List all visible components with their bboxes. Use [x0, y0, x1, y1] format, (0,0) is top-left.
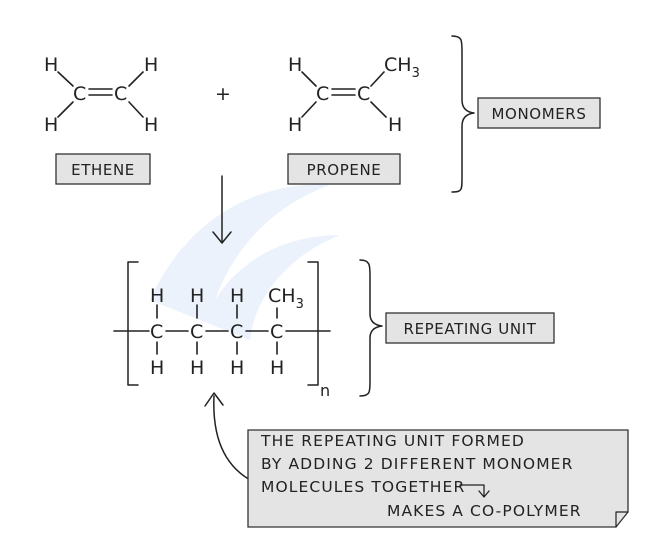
atom-h: H: [44, 114, 58, 136]
single-bond: [128, 71, 144, 87]
atom-c: C: [73, 83, 86, 105]
turn-arrow-icon: [459, 484, 485, 497]
right-square-bracket: [307, 261, 319, 386]
single-bond: [57, 71, 74, 87]
single-bond: [301, 101, 317, 118]
single-bond: [370, 71, 385, 87]
atom-h: H: [190, 357, 204, 379]
single-bond: [301, 71, 317, 87]
plus-sign: +: [215, 83, 231, 105]
atom-h: H: [230, 285, 244, 307]
atom-h: H: [150, 285, 164, 307]
atom-c: C: [114, 83, 127, 105]
ethene-structure: H H C C H H: [44, 54, 158, 136]
single-bond: [370, 101, 387, 118]
monomers-label: MONOMERS: [492, 105, 587, 123]
monomers-brace: [451, 35, 475, 193]
note-line: BY ADDING 2 DIFFERENT MONOMER: [261, 455, 573, 473]
atom-h: H: [288, 114, 302, 136]
repeating-unit-structure: n H H H CH3 C C C C H H H H: [113, 261, 331, 400]
atom-h: H: [150, 357, 164, 379]
note-box: THE REPEATING UNIT FORMED BY ADDING 2 DI…: [247, 429, 629, 528]
note-line: THE REPEATING UNIT FORMED: [260, 432, 525, 450]
ch3-group: CH3: [268, 285, 304, 312]
monomers-label-box: MONOMERS: [477, 97, 601, 129]
repeating-unit-brace: [359, 259, 383, 397]
ch3-group: CH3: [384, 54, 420, 81]
atom-c: C: [150, 321, 163, 343]
atom-h: H: [288, 54, 302, 76]
atom-h: H: [388, 114, 402, 136]
atom-c: C: [357, 83, 370, 105]
atom-c: C: [316, 83, 329, 105]
propene-label: PROPENE: [307, 161, 382, 179]
atom-c: C: [190, 321, 203, 343]
propene-structure: H CH3 C C H H: [288, 54, 420, 136]
atom-h: H: [144, 114, 158, 136]
atom-h: H: [190, 285, 204, 307]
atom-c: C: [230, 321, 243, 343]
repeating-unit-label: REPEATING UNIT: [404, 320, 537, 338]
atom-h: H: [144, 54, 158, 76]
ethene-label: ETHENE: [71, 161, 135, 179]
single-bond: [57, 101, 74, 118]
propene-label-box: PROPENE: [287, 153, 401, 185]
ethene-label-box: ETHENE: [55, 153, 151, 185]
atom-h: H: [230, 357, 244, 379]
single-bond: [128, 101, 144, 118]
note-line: MOLECULES TOGETHER: [261, 478, 465, 496]
reaction-arrow: [212, 175, 232, 244]
watermark-logo: [150, 184, 340, 340]
subscript-n: n: [320, 381, 330, 400]
left-square-bracket: [127, 261, 139, 386]
repeating-unit-label-box: REPEATING UNIT: [385, 312, 555, 344]
atom-c: C: [270, 321, 283, 343]
atom-h: H: [270, 357, 284, 379]
note-line: MAKES A CO-POLYMER: [387, 502, 582, 520]
atom-h: H: [44, 54, 58, 76]
